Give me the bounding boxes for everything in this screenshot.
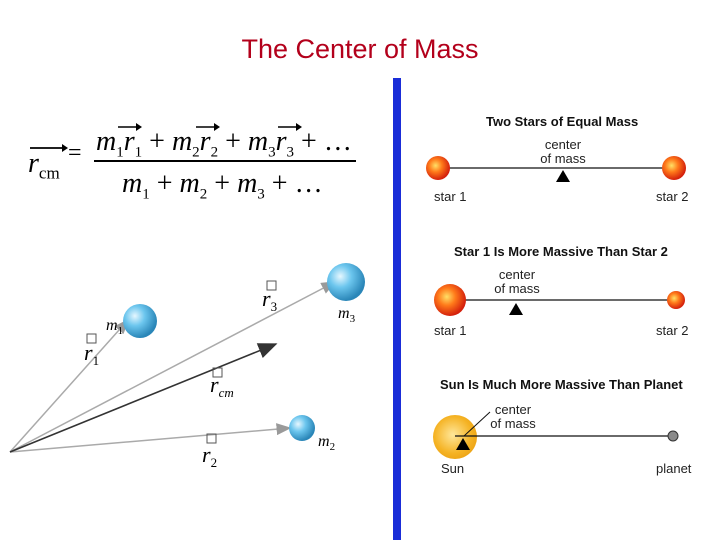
panel1-title: Two Stars of Equal Mass bbox=[486, 114, 638, 129]
rcm-symbol: rcm bbox=[28, 148, 60, 184]
m2-label: m2 bbox=[318, 433, 335, 453]
panel2-right-label: star 2 bbox=[656, 323, 689, 338]
panel1-left-label: star 1 bbox=[434, 189, 467, 204]
vector-diagram: m1 m3 m2 r1 r3 r2 rcm bbox=[0, 240, 390, 540]
r2-label: r2 bbox=[202, 442, 217, 470]
numerator-vector-arrows bbox=[96, 120, 366, 132]
r1-vector bbox=[10, 320, 128, 452]
sun-body bbox=[433, 415, 477, 459]
page-title: The Center of Mass bbox=[0, 34, 720, 65]
mass-1-ball bbox=[123, 304, 157, 338]
rcm-arrow bbox=[28, 140, 68, 152]
r3-vector bbox=[10, 282, 335, 452]
r1-label: r1 bbox=[84, 340, 99, 368]
panel1-star2 bbox=[662, 156, 686, 180]
r2-vector bbox=[10, 428, 290, 452]
equals-sign: = bbox=[68, 140, 82, 167]
panel3-title: Sun Is Much More Massive Than Planet bbox=[440, 377, 683, 392]
panel3-right-label: planet bbox=[656, 461, 691, 476]
planet-body bbox=[668, 431, 678, 441]
fraction-bar bbox=[94, 160, 356, 162]
denominator: m1 + m2 + m3 + … bbox=[122, 168, 323, 204]
rcm-vector bbox=[10, 344, 276, 452]
panel1-cm-marker bbox=[556, 170, 570, 182]
panel2-cm-marker bbox=[509, 303, 523, 315]
panel1-star1 bbox=[426, 156, 450, 180]
panel2-left-label: star 1 bbox=[434, 323, 467, 338]
panel1-right-label: star 2 bbox=[656, 189, 689, 204]
m3-label: m3 bbox=[338, 305, 356, 325]
panel2-star2 bbox=[667, 291, 685, 309]
divider-bar bbox=[393, 78, 401, 540]
panel2-title: Star 1 Is More Massive Than Star 2 bbox=[454, 244, 668, 259]
mass-2-ball bbox=[289, 415, 315, 441]
panel2-star1 bbox=[434, 284, 466, 316]
mass-3-ball bbox=[327, 263, 365, 301]
panel3-left-label: Sun bbox=[441, 461, 464, 476]
